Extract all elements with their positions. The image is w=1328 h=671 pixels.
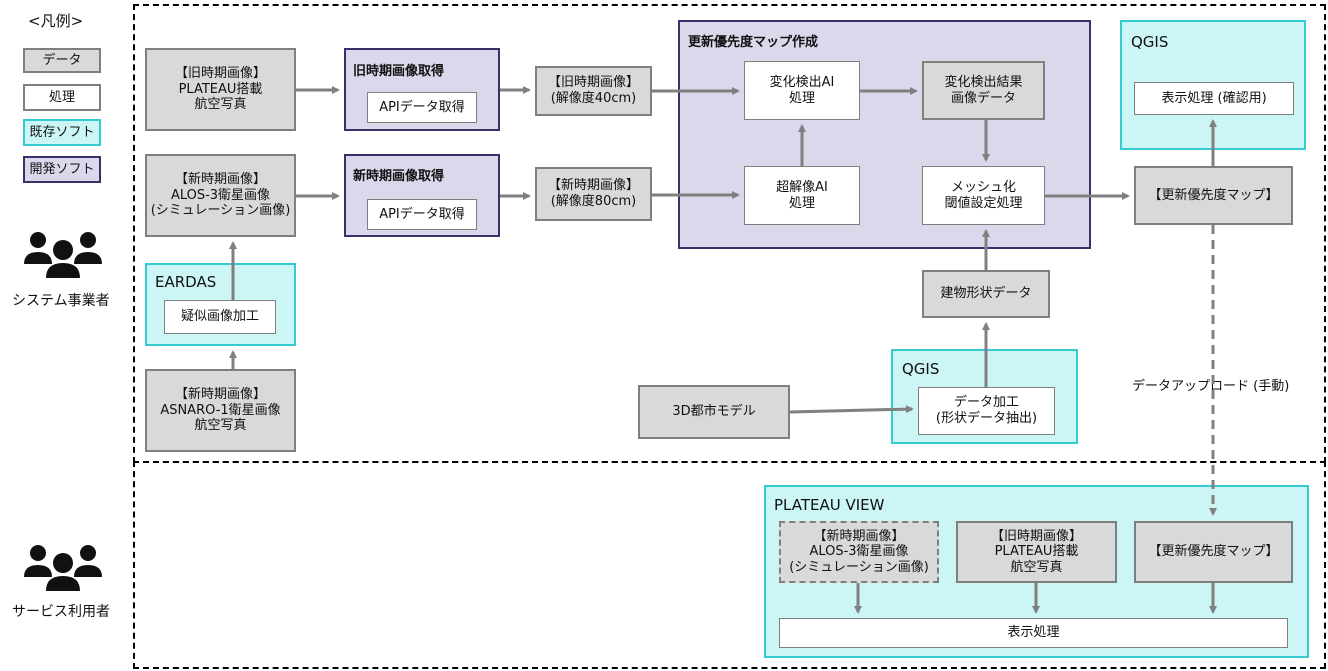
legend-process: 処理	[23, 84, 101, 111]
qgis-top-display: 表示処理 (確認用)	[1134, 82, 1294, 115]
qgis-top-title: QGIS	[1131, 33, 1169, 51]
sr-ai-process: 超解像AI 処理	[744, 166, 860, 225]
actor-operator: システム事業者	[12, 293, 110, 309]
model-3d: 3D都市モデル	[638, 385, 790, 439]
change-result-data: 変化検出結果 画像データ	[922, 61, 1045, 120]
legend-data: データ	[23, 48, 101, 73]
input-asnaro: 【新時期画像】 ASNARO-1衛星画像 航空写真	[145, 369, 296, 452]
legend-existing-software: 既存ソフト	[23, 119, 101, 146]
people-icon	[24, 232, 102, 278]
priority-map: 【更新優先度マップ】	[1134, 166, 1293, 225]
legend-dev-software: 開発ソフト	[23, 156, 101, 183]
input-old-image: 【旧時期画像】 PLATEAU搭載 航空写真	[145, 48, 296, 131]
arrow	[789, 405, 914, 414]
qgis-mid-process: データ加工 (形状データ抽出)	[918, 387, 1055, 435]
pv-old-image: 【旧時期画像】 PLATEAU搭載 航空写真	[956, 521, 1117, 583]
new-acq-api: APIデータ取得	[367, 199, 477, 230]
actor-user: サービス利用者	[12, 604, 110, 620]
pv-display: 表示処理	[779, 618, 1288, 648]
input-new-image: 【新時期画像】 ALOS-3衛星画像 (シミュレーション画像)	[145, 154, 296, 237]
plateau-view-title: PLATEAU VIEW	[774, 496, 885, 514]
building-shape-data: 建物形状データ	[922, 270, 1050, 318]
pv-priority-map: 【更新優先度マップ】	[1134, 521, 1293, 583]
new-res-image: 【新時期画像】 (解像度80cm)	[535, 167, 652, 221]
mesh-process: メッシュ化 閾値設定処理	[922, 166, 1045, 225]
old-res-image: 【旧時期画像】 (解像度40cm)	[535, 66, 652, 116]
user-region	[133, 461, 1326, 669]
eardas-title: EARDAS	[155, 273, 217, 291]
legend-title: <凡例>	[28, 12, 84, 30]
eardas-process: 疑似画像加工	[164, 300, 276, 334]
people-icon	[24, 545, 102, 591]
old-acq-api: APIデータ取得	[367, 92, 477, 123]
new-acq-title: 新時期画像取得	[353, 169, 445, 184]
map-create-title: 更新優先度マップ作成	[688, 35, 819, 50]
change-ai-process: 変化検出AI 処理	[744, 61, 860, 120]
old-acq-title: 旧時期画像取得	[353, 64, 445, 79]
qgis-mid-title: QGIS	[902, 360, 940, 378]
upload-label: データアップロード (手動)	[1132, 379, 1290, 394]
pv-new-image: 【新時期画像】 ALOS-3衛星画像 (シミュレーション画像)	[779, 521, 939, 583]
